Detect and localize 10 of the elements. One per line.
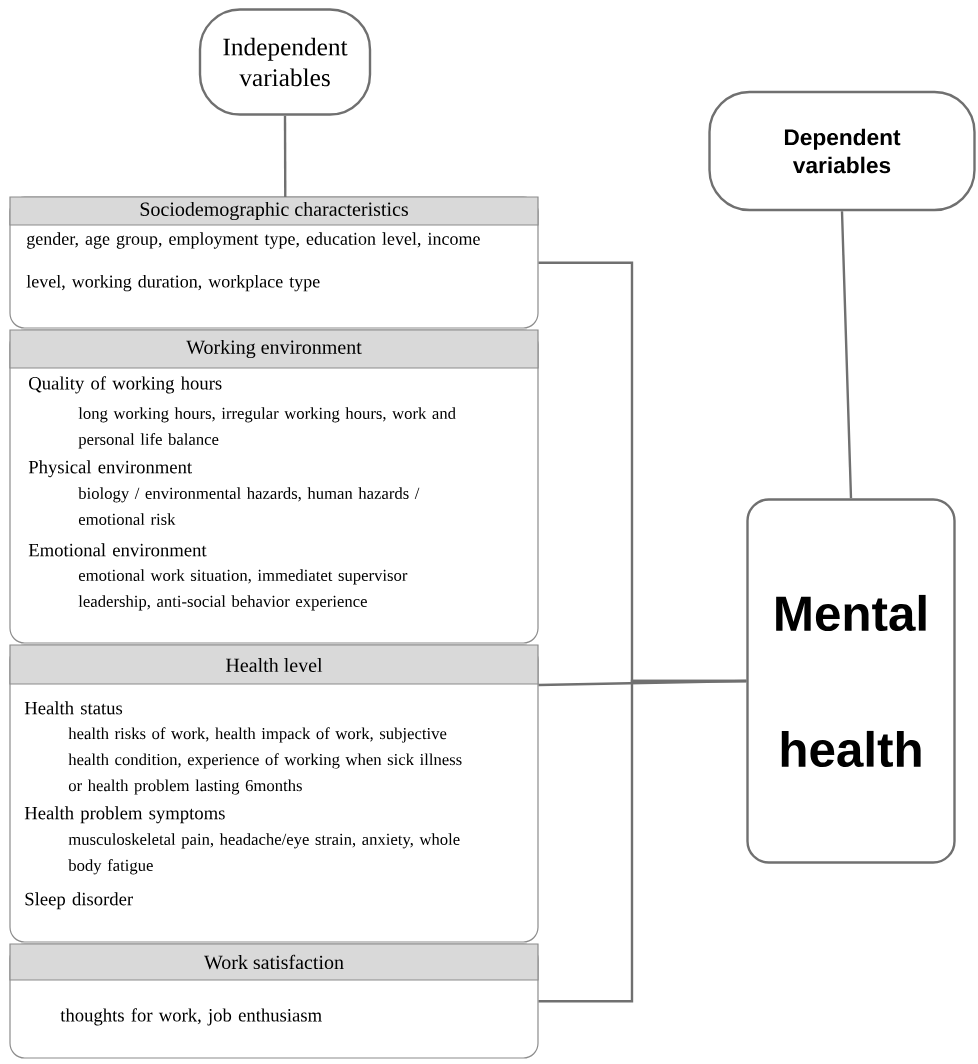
category-box: Working environment Quality of working hours long working hours, irregular working hours, work and personal life balance Physical environment biology / environmental hazards, human hazards / emotional risk Emotional environment emotional work situation, immediatet supervisor leadership, anti-social behavior experience — [9, 329, 539, 644]
connector-line — [840, 211, 853, 499]
rounded-box: Independent variables — [198, 8, 372, 116]
rounded-box: Dependent variables — [708, 90, 976, 212]
connector-line — [283, 115, 287, 197]
outcome-box: Mental health — [746, 498, 956, 864]
category-box: Work satisfaction thoughts for work, job enthusiasm — [9, 943, 539, 1059]
connector-line — [538, 679, 747, 1003]
category-box: Health level Health status health risks of work, health impack of work, subjective health condition, experience of working when sick illness or health problem lasting 6months Health problem symptoms musculoskeletal pain, headache/eye strain, anxiety, whole body fatigue Sleep disorder — [9, 644, 539, 943]
category-box: Sociodemographic characteristics gender, age group, employment type, education level, income level, working duration, workplace type — [9, 196, 539, 329]
